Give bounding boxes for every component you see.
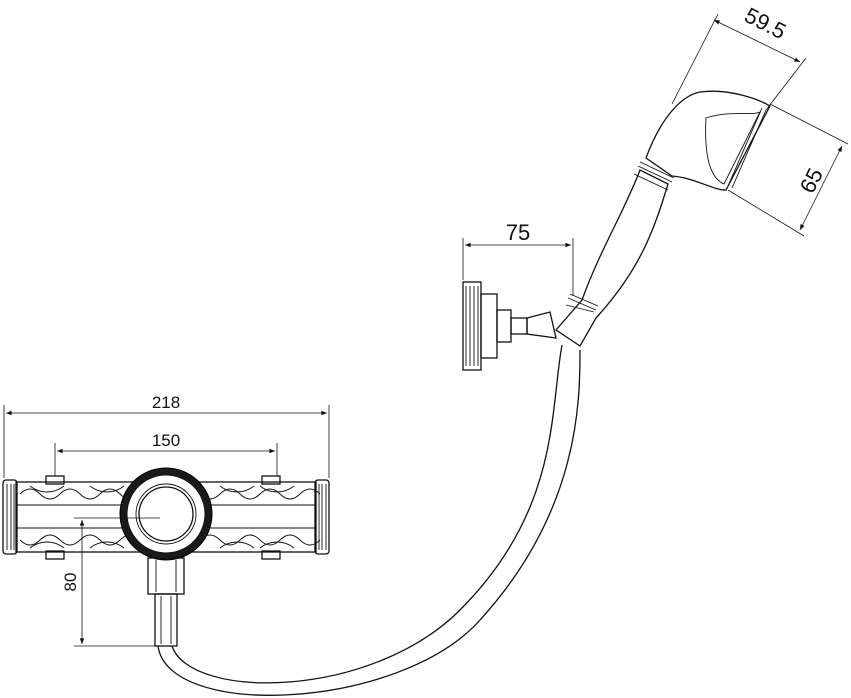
- right-connection: [261, 475, 281, 560]
- dimension-218-label: 218: [152, 393, 180, 412]
- outlet-connector: [147, 557, 185, 647]
- dimension-65-label: 65: [795, 164, 828, 197]
- dimension-75: 75: [462, 220, 574, 296]
- dimension-218: 218: [3, 393, 330, 478]
- shower-hose: [157, 344, 581, 696]
- dimension-59-5-label: 59.5: [741, 2, 791, 44]
- left-end-cap: [2, 479, 18, 555]
- wall-bracket: [462, 281, 557, 371]
- dimension-150: 150: [54, 431, 278, 476]
- diverter-knob: [119, 467, 213, 561]
- right-end-cap: [314, 479, 330, 555]
- dimension-150-label: 150: [152, 431, 180, 450]
- hand-shower: [555, 90, 771, 347]
- mixer-body: [2, 467, 330, 647]
- dimension-65: 65: [727, 103, 849, 237]
- dimension-75-label: 75: [506, 220, 530, 245]
- dimension-80-label: 80: [61, 573, 80, 592]
- dimension-80: 80: [61, 517, 160, 647]
